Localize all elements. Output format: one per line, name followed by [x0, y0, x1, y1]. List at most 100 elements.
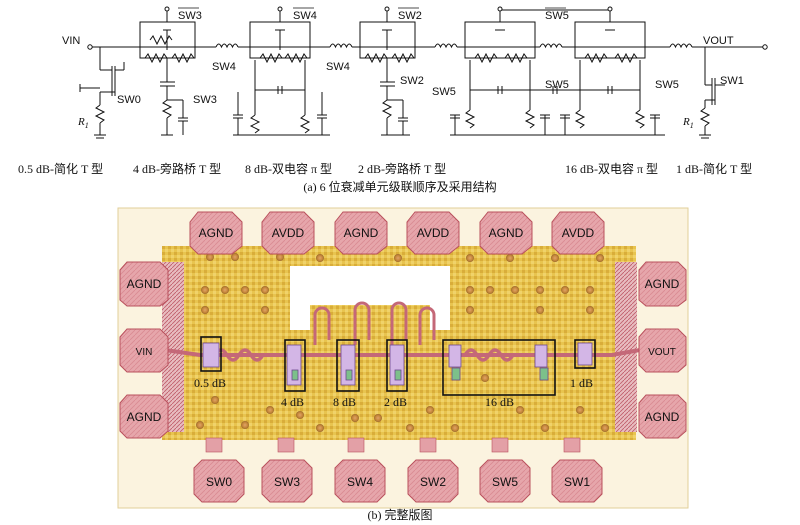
svg-text:AVDD: AVDD: [562, 226, 595, 240]
vin-terminal: [87, 44, 93, 50]
layout-stage-labels: 0.5 dB 4 dB 8 dB 2 dB 16 dB 1 dB: [194, 376, 593, 409]
sw3-label: SW3: [193, 94, 217, 106]
stage-box-05db: [200, 336, 222, 372]
inductor-2: [329, 42, 353, 52]
svg-text:AVDD: AVDD: [417, 226, 450, 240]
sw2-bar-label: SW2: [398, 10, 422, 22]
sw2-label: SW2: [400, 75, 424, 87]
left-pad-vin: VIN: [119, 328, 169, 373]
bottom-pad-sw2: SW2: [407, 459, 459, 503]
inductor-3: [434, 42, 458, 52]
svg-text:SW1: SW1: [564, 475, 590, 489]
svg-text:VOUT: VOUT: [648, 347, 676, 358]
svg-text:SW2: SW2: [420, 475, 446, 489]
svg-text:AVDD: AVDD: [272, 226, 305, 240]
stage-captions: 0.5 dB-简化 T 型 4 dB-旁路桥 T 型 8 dB-双电容 π 型 …: [18, 161, 752, 176]
bottom-pad-sw3: SW3: [261, 459, 313, 503]
sw4-right-label: SW4: [326, 61, 350, 73]
svg-text:AGND: AGND: [645, 410, 680, 424]
svg-text:AGND: AGND: [489, 226, 524, 240]
top-pad-6: AVDD: [551, 211, 605, 255]
left-hatch: [162, 262, 184, 432]
stage-2db-schematic: [359, 6, 416, 136]
sw5-c-label: SW5: [655, 79, 679, 91]
svg-text:AGND: AGND: [127, 277, 162, 291]
die-body: [162, 246, 636, 440]
stage-box-16db: [442, 339, 556, 396]
bottom-pads: SW0 SW3 SW4 SW2 SW5 SW1: [193, 459, 603, 503]
caption-4db: 4 dB-旁路桥 T 型: [133, 161, 221, 176]
bottom-pad-sw1: SW1: [551, 459, 603, 503]
layout-label-2db: 2 dB: [384, 395, 407, 409]
sw5-b-label: SW5: [545, 79, 569, 91]
layout-label-05db: 0.5 dB: [194, 376, 226, 390]
left-pad-agnd-top: AGND: [119, 261, 169, 307]
caption-a: (a) 6 位衰减单元级联顺序及采用结构: [303, 179, 496, 194]
stage-box-1db: [574, 339, 596, 369]
svg-text:VIN: VIN: [136, 347, 153, 358]
right-pad-agnd-top: AGND: [638, 261, 687, 307]
layout-label-8db: 8 dB: [333, 395, 356, 409]
right-pad-agnd-bottom: AGND: [638, 394, 687, 439]
sw5-bar-label: SW5: [545, 10, 569, 22]
stage-16db-schematic: [450, 6, 665, 136]
bottom-pad-sw5: SW5: [479, 459, 531, 503]
top-pads: AGND AVDD AGND AVDD AGND AVDD: [189, 211, 605, 255]
stage-8db-schematic: [233, 6, 330, 136]
stage-1db-schematic: [699, 47, 725, 139]
signal-traces: [164, 348, 641, 362]
r1-right-label: R1: [682, 116, 694, 130]
stage-05db-schematic: [79, 47, 125, 139]
top-pad-4: AVDD: [406, 211, 460, 255]
caption-2db: 2 dB-旁路桥 T 型: [358, 161, 446, 176]
svg-text:SW4: SW4: [347, 475, 373, 489]
sw5-a-label: SW5: [432, 86, 456, 98]
caption-1db: 1 dB-简化 T 型: [676, 162, 752, 176]
top-pad-2: AVDD: [261, 211, 315, 255]
right-hatch: [615, 262, 637, 432]
stage-boxes: [200, 336, 596, 396]
caption-8db: 8 dB-双电容 π 型: [245, 161, 332, 176]
svg-text:AGND: AGND: [127, 410, 162, 424]
r1-left-label: R1: [77, 116, 89, 130]
svg-text:AGND: AGND: [344, 226, 379, 240]
inductor-4: [539, 42, 563, 52]
left-pads: AGND VIN AGND: [119, 261, 169, 439]
stage-4db-schematic: [139, 6, 196, 136]
layout-label-1db: 1 dB: [570, 376, 593, 390]
sw4-bar-label: SW4: [293, 10, 317, 22]
svg-text:SW0: SW0: [206, 475, 232, 489]
chip-layout: 0.5 dB 4 dB 8 dB 2 dB 16 dB 1 dB AGND AV…: [117, 207, 689, 509]
svg-text:SW3: SW3: [274, 475, 300, 489]
svg-text:AGND: AGND: [645, 277, 680, 291]
right-pads: AGND VOUT AGND: [638, 261, 687, 439]
caption-16db: 16 dB-双电容 π 型: [565, 161, 658, 176]
vout-label: VOUT: [703, 35, 734, 47]
stage-box-8db: [336, 339, 360, 392]
layout-label-4db: 4 dB: [281, 395, 304, 409]
sw3-bar-label: SW3: [178, 10, 202, 22]
caption-05db: 0.5 dB-简化 T 型: [18, 162, 103, 176]
top-pad-3: AGND: [334, 211, 388, 255]
vin-label: VIN: [62, 35, 80, 47]
vout-terminal: [762, 44, 768, 50]
stage-box-2db: [386, 339, 408, 392]
sw1-label: SW1: [720, 75, 744, 87]
svg-text:SW5: SW5: [492, 475, 518, 489]
bottom-pad-sw0: SW0: [193, 459, 245, 503]
schematic: [79, 6, 768, 139]
bottom-pad-connectors: [205, 437, 581, 453]
svg-text:AGND: AGND: [199, 226, 234, 240]
right-pad-vout: VOUT: [638, 328, 687, 373]
inductor-1: [215, 42, 239, 52]
die-cutout: [290, 266, 450, 330]
sw0-label: SW0: [117, 94, 141, 106]
bottom-pad-sw4: SW4: [334, 459, 386, 503]
caption-b: (b) 完整版图: [368, 507, 433, 522]
top-pad-5: AGND: [479, 211, 533, 255]
meander-inductors: [313, 301, 436, 345]
ground-vias: [196, 253, 609, 432]
top-pad-1: AGND: [189, 211, 243, 255]
stage-components: [202, 342, 593, 386]
